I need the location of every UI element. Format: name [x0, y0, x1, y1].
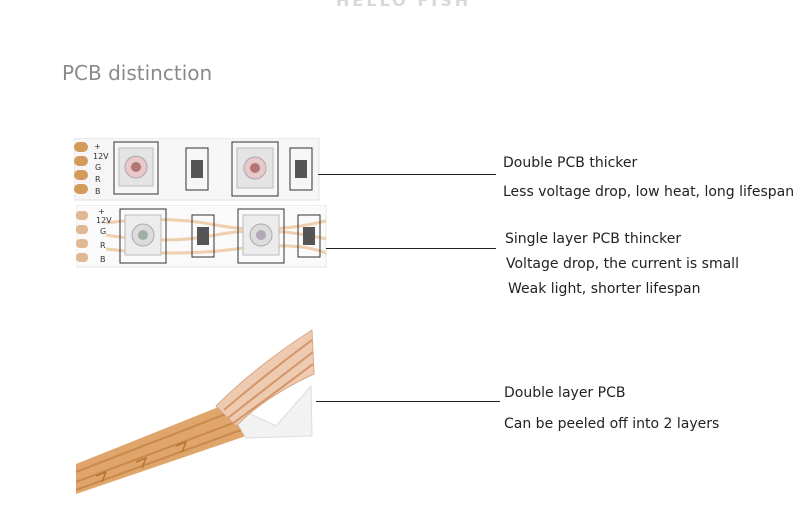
single-pcb-desc-1: Voltage drop, the current is small	[506, 256, 739, 272]
single-pcb-title: Single layer PCB thincker	[505, 231, 682, 247]
single-pcb-desc-2: Weak light, shorter lifespan	[508, 281, 701, 297]
double-pcb-title: Double PCB thicker	[503, 155, 638, 171]
double-pcb-strip-image: + 12V G R B	[74, 138, 320, 201]
page-title: PCB distinction	[62, 61, 213, 85]
pad-label: R	[95, 175, 101, 184]
pad-label: B	[95, 187, 101, 196]
pad-label: B	[100, 255, 106, 264]
peeled-pcb-image	[76, 329, 315, 494]
pad-label: +	[98, 207, 105, 216]
callout-line-peel	[316, 401, 500, 402]
pad-label: 12V	[93, 152, 109, 161]
peel-desc: Can be peeled off into 2 layers	[504, 416, 720, 432]
pad-label: R	[100, 241, 106, 250]
pad-label: G	[95, 163, 101, 172]
peel-title: Double layer PCB	[504, 385, 626, 401]
pad-label: 12V	[96, 216, 112, 225]
double-pcb-desc: Less voltage drop, low heat, long lifesp…	[503, 184, 795, 200]
brand-watermark: HELLO FISH	[336, 0, 472, 10]
pad-label: +	[94, 142, 101, 151]
callout-line-single	[326, 248, 496, 249]
single-pcb-strip-image: + 12V G R B	[76, 205, 327, 268]
callout-line-double	[318, 174, 496, 175]
pad-label: G	[100, 227, 106, 236]
